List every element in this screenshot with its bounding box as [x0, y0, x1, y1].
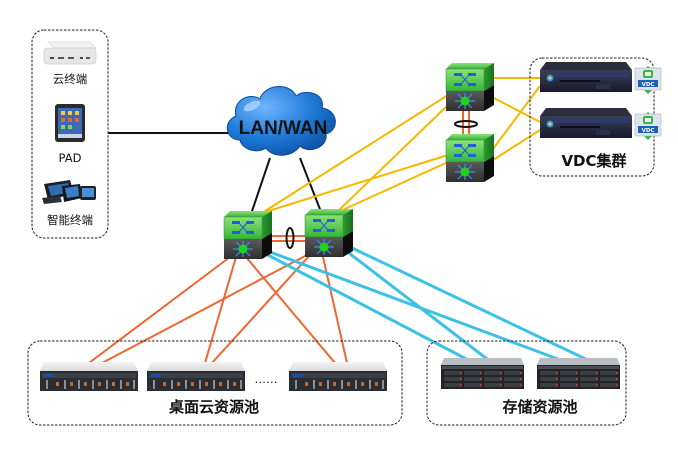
core-switch-2[interactable] — [304, 208, 354, 258]
stack-ring-core — [285, 227, 295, 249]
desktop-server-icon[interactable] — [147, 362, 245, 391]
cloud-label: LAN/WAN — [239, 118, 328, 139]
desktop-server-icon[interactable] — [289, 362, 387, 391]
storage-pool-group: 存储资源池 — [426, 340, 627, 426]
link-cloud-core-2 — [299, 157, 324, 218]
storage-server-icon[interactable] — [441, 358, 524, 389]
desktop-server-icon[interactable] — [40, 362, 138, 391]
storage-pool-box — [426, 340, 627, 426]
tablet-icon — [55, 104, 85, 142]
core-switch-1[interactable] — [223, 210, 273, 260]
link-cloud-core-1 — [249, 157, 271, 218]
terminal-label-smart: 智能终端 — [47, 213, 93, 227]
vdc-cluster-label: VDC集群 — [561, 152, 626, 170]
storage-server-icon[interactable] — [537, 358, 620, 389]
links-layer — [88, 77, 593, 364]
vdc-cluster-group: VDC集群 — [529, 57, 662, 177]
desktop-pool-group: …… 桌面云资源池 — [27, 340, 403, 426]
vdc-links — [261, 77, 541, 214]
terminal-label-thin-client: 云终端 — [53, 72, 88, 86]
stack-ring-vdc — [454, 120, 478, 128]
vdc-switch-1[interactable] — [445, 62, 495, 112]
desktop-pool-box — [27, 340, 403, 426]
vdc-switch-2[interactable] — [445, 133, 495, 183]
vdc-server-icon[interactable] — [539, 61, 662, 95]
terminals-group-box — [31, 29, 109, 239]
lan-wan-cloud: LAN/WAN — [226, 86, 336, 156]
thin-client-icon — [43, 41, 97, 65]
desktop-pool-label: 桌面云资源池 — [168, 398, 259, 416]
desktop-links — [88, 254, 348, 364]
storage-pool-label: 存储资源池 — [502, 398, 577, 416]
desktop-pool-ellipsis: …… — [255, 372, 278, 386]
vdc-server-icon[interactable] — [539, 107, 662, 141]
cloud-icon — [226, 86, 336, 156]
storage-links — [265, 246, 593, 364]
smart-devices-icon — [42, 180, 96, 204]
terminals-group: 云终端 PAD 智能终端 — [31, 29, 109, 239]
terminal-label-pad: PAD — [59, 151, 82, 165]
